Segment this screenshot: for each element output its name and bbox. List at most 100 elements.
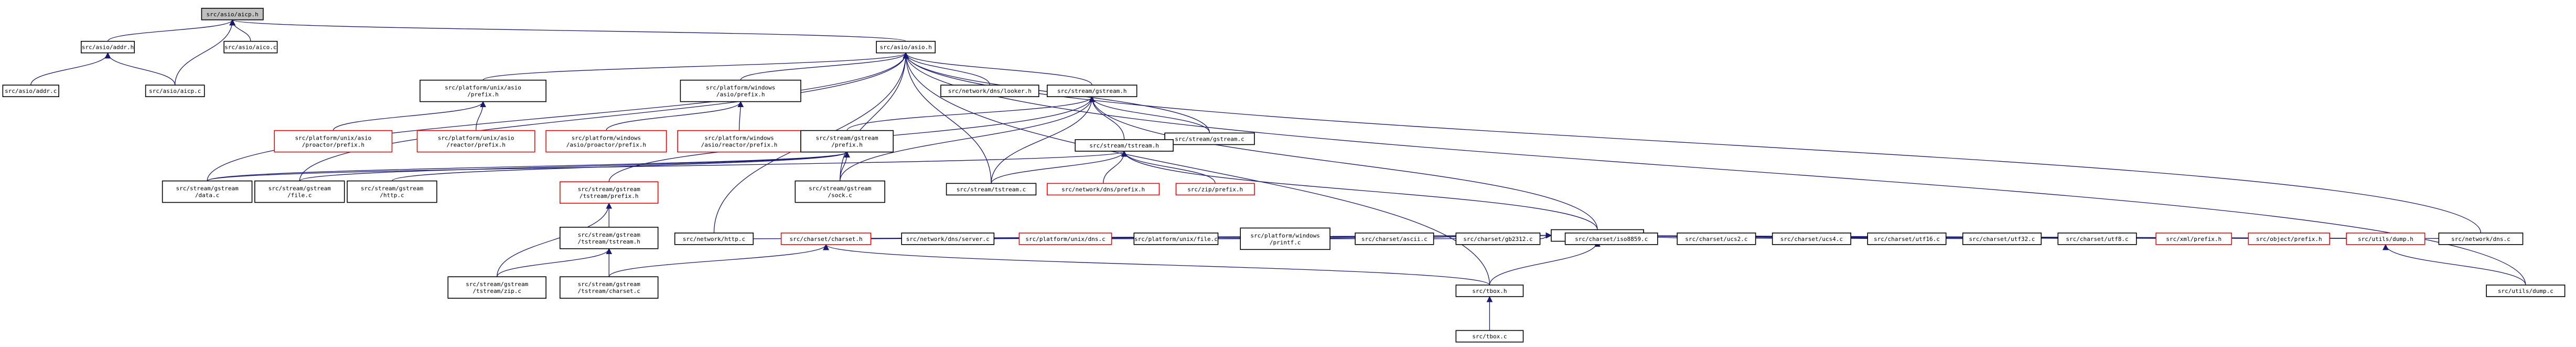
edge-asio-asio-h-to-asio-h [229,19,906,42]
node-label: src/network/http.c [683,236,745,243]
node-aicp-c[interactable]: src/asio/aicp.c [145,85,205,97]
node-tbox-c[interactable]: src/tbox.c [1455,330,1524,343]
node-gstream-c[interactable]: src/stream/gstream.c [1164,132,1255,145]
node-charset-h[interactable]: src/charset/charset.h [780,233,872,245]
node-tstream-c[interactable]: src/stream/tstream.c [946,183,1037,196]
node-ts-tstream[interactable]: src/stream/gstream/tstream/tstream.h [560,226,659,249]
node-box [81,40,135,54]
node-box [876,40,936,54]
node-label: /data.c [195,192,219,199]
edge-gs-sock-to-asio-asio-h [840,52,909,181]
node-cs-utf8[interactable]: src/charset/utf8.c [2057,233,2137,245]
node-utils-dump-h[interactable]: src/utils/dump.h [2346,233,2425,245]
edge-unix-reactor-to-unix-prefix [332,101,486,131]
node-box [780,233,872,245]
node-label: /tstream/tstream.h [578,238,640,245]
node-label: src/platform/unix/file.c [1134,236,1218,243]
node-addr-h[interactable]: src/asio/addr.h [81,40,135,54]
node-box [2057,233,2137,245]
node-label: src/utils/dump.h [2358,236,2413,243]
node-win-prefix[interactable]: src/platform/windows/asio/prefix.h [680,79,801,102]
node-cs-ucs2[interactable]: src/charset/ucs2.c [1677,233,1756,245]
node-ts-charset[interactable]: src/stream/gstream/tstream/charset.c [560,276,659,299]
node-label: /tstream/charset.c [578,288,640,295]
node-box [416,130,535,153]
node-unix-reactor2[interactable]: src/platform/unix/asio/reactor/prefix.h [416,130,535,153]
node-cs-ascii[interactable]: src/charset/ascii.c [1355,233,1434,245]
node-label: src/asio/aicp.c [149,88,201,94]
node-label: src/platform/unix/asio [445,85,521,91]
node-box [2,85,59,97]
node-label: /proactor/prefix.h [302,142,364,149]
node-label: /asio/prefix.h [716,91,765,98]
node-box [680,79,801,102]
edge-gs-http-to-gstream-prefix [391,151,850,182]
node-gs-sock[interactable]: src/stream/gstream/sock.c [795,180,885,203]
node-box [674,233,754,245]
edge-dns-prefix-to-tstream-h [1102,150,1128,184]
node-label: src/tbox.h [1472,288,1507,295]
node-unix-file[interactable]: src/platform/unix/file.c [1133,233,1219,245]
node-cs-iso8859[interactable]: src/charset/iso8859.c [1564,233,1658,245]
node-gs-file[interactable]: src/stream/gstream/file.c [254,180,345,203]
node-label: src/platform/windows [572,135,641,142]
node-asio-h[interactable]: src/asio/aicp.h [201,7,264,20]
node-win-proactor[interactable]: src/platform/windows/asio/proactor/prefi… [545,130,667,153]
node-gs-http[interactable]: src/stream/gstream/http.c [347,180,437,203]
node-label: src/stream/gstream [578,186,641,193]
node-network-http[interactable]: src/network/http.c [674,233,754,245]
node-box [560,226,659,249]
node-aico-c[interactable]: src/asio/aico.c [223,40,278,54]
edge-stream-h-to-gstream-h [1089,96,1598,230]
node-label: src/platform/windows [704,135,774,142]
node-cs-gb2312[interactable]: src/charset/gb2312.c [1455,233,1541,245]
node-win-dns[interactable]: src/platform/unix/dns.c [1018,233,1112,245]
node-label: src/zip/prefix.h [1187,186,1243,193]
node-cs-utf32[interactable]: src/charset/utf32.c [1962,233,2042,245]
node-addr-c[interactable]: src/asio/addr.c [2,85,59,97]
node-dns-prefix[interactable]: src/network/dns/prefix.h [1047,183,1160,196]
node-dns-server[interactable]: src/network/dns/server.c [901,233,995,245]
node-dns-looker-h[interactable]: src/network/dns/looker.h [940,85,1039,97]
node-cs-ucs4[interactable]: src/charset/ucs4.c [1772,233,1851,245]
node-tstream-h[interactable]: src/stream/tstream.h [1075,139,1174,152]
edge-addr-c-to-addr-h [30,52,111,86]
node-label: /tstream/prefix.h [579,193,639,199]
edge-gs-file-to-gstream-prefix [299,151,850,182]
node-label: /file.c [287,192,312,199]
node-box [1047,183,1160,196]
node-unix-reactor[interactable]: src/platform/unix/asio/proactor/prefix.h [274,130,393,153]
node-box [1962,233,2042,245]
node-gs-data[interactable]: src/stream/gstream/data.c [162,180,253,203]
node-win-printf[interactable]: src/platform/windows/printf.c [1240,227,1330,250]
node-label: src/platform/windows [1250,232,1319,239]
node-cs-utf16[interactable]: src/charset/utf16.c [1867,233,1947,245]
edge-tbox-h-to-asio-asio-h [903,52,1490,285]
edge-gs-sock-to-gstream-h [840,96,1096,181]
node-box [2346,233,2425,245]
node-tbox-h[interactable]: src/tbox.h [1455,285,1524,297]
node-utils-dump-c[interactable]: src/utils/dump.c [2486,285,2566,297]
node-label: src/charset/gb2312.c [1463,236,1532,243]
edge-tstream-h-to-gstream-h [1089,96,1125,140]
node-label: src/asio/addr.c [5,88,57,94]
node-box [1240,227,1330,250]
node-gstream-h[interactable]: src/stream/gstream.h [1047,85,1137,97]
node-ts-prefix[interactable]: src/stream/gstream/tstream/prefix.h [560,181,659,204]
node-label: src/charset/utf16.c [1874,236,1940,243]
node-box [2155,233,2232,245]
node-label: src/stream/gstream.c [1175,135,1244,142]
node-unix-prefix[interactable]: src/platform/unix/asio/prefix.h [420,79,546,102]
node-network-dns-c[interactable]: src/network/dns.c [2438,233,2524,245]
node-box [2438,233,2524,245]
node-win-reactor[interactable]: src/platform/windows/asio/reactor/prefix… [677,130,801,153]
node-box [1564,233,1658,245]
node-asio-asio-h[interactable]: src/asio/asio.h [876,40,936,54]
node-ts-zip[interactable]: src/stream/gstream/tstream/zip.c [447,276,546,299]
node-gstream-prefix[interactable]: src/stream/gstream/prefix.h [800,130,894,153]
node-xml-prefix[interactable]: src/xml/prefix.h [2155,233,2232,245]
node-label: src/asio/aico.c [224,44,276,51]
edge-win-proactor-to-win-prefix [606,101,744,131]
node-object-prefix[interactable]: src/object/prefix.h [2248,233,2330,245]
node-zip-prefix[interactable]: src/zip/prefix.h [1175,183,1255,196]
